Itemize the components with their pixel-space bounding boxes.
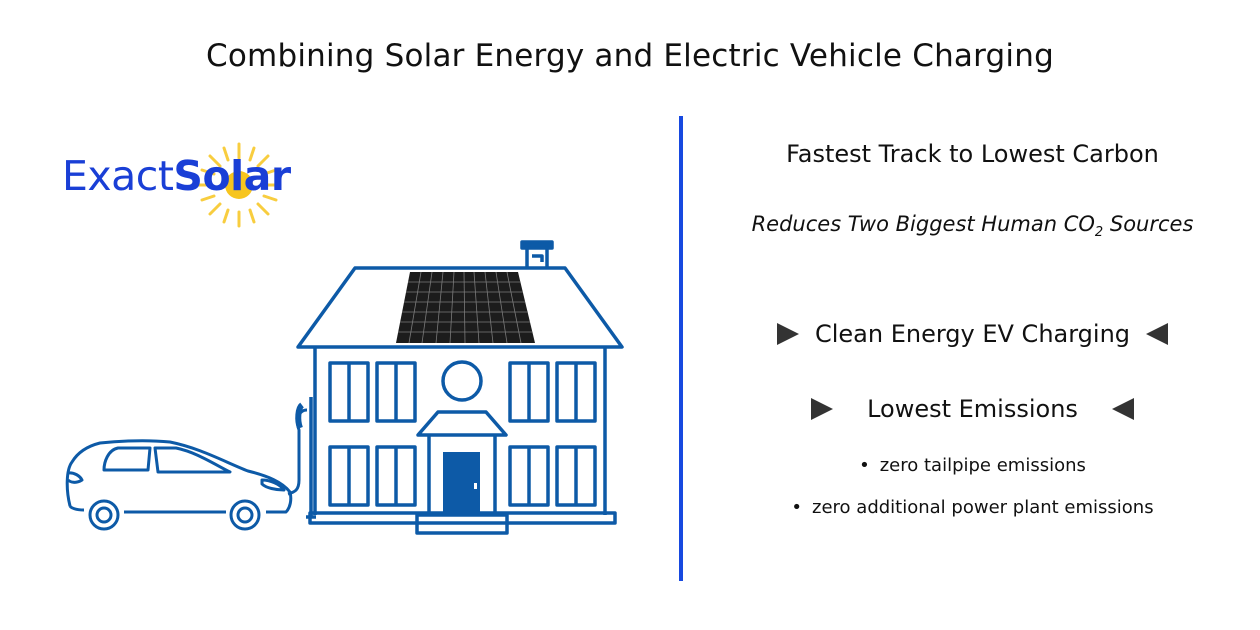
solar-panel-icon [396,271,535,344]
feature-lowest-emissions: Lowest Emissions [700,395,1245,423]
feature-clean-energy: Clean Energy EV Charging [700,320,1245,348]
house-ev-illustration [65,240,624,535]
bullet-text: zero tailpipe emissions [879,455,1086,476]
triangle-left-icon [1111,398,1134,420]
feature-label: Clean Energy EV Charging [814,320,1131,348]
triangle-right-icon [776,323,799,345]
chimney-icon [520,240,554,268]
ev-charger-icon [287,397,316,519]
subheading-text-end: Sources [1103,212,1194,236]
right-heading: Fastest Track to Lowest Carbon [786,140,1159,168]
bullet-icon: • [859,455,870,476]
bullet-icon: • [791,497,803,518]
sun-icon [196,142,282,228]
exactsolar-logo: ExactSolar [62,140,292,230]
logo-text-exact: Exact [62,152,174,200]
round-window-icon [441,360,483,402]
bullet-item: • zero tailpipe emissions [700,455,1245,476]
right-subheading: Reduces Two Biggest Human CO2 Sources [700,212,1245,240]
vertical-divider [679,116,683,581]
bullet-text: zero additional power plant emissions [812,497,1154,518]
window-icon [328,361,597,507]
feature-label: Lowest Emissions [867,395,1078,423]
electric-car-icon [65,439,293,531]
subheading-subscript: 2 [1094,225,1104,240]
bullet-item: • zero additional power plant emissions [700,497,1245,518]
triangle-right-icon [811,398,834,420]
door-icon [443,452,480,515]
triangle-left-icon [1146,323,1169,345]
roof-icon [296,266,624,349]
page-title: Combining Solar Energy and Electric Vehi… [206,38,1054,74]
subheading-text: Reduces Two Biggest Human CO [751,212,1095,236]
logo-text-solar: Solar [173,152,291,200]
